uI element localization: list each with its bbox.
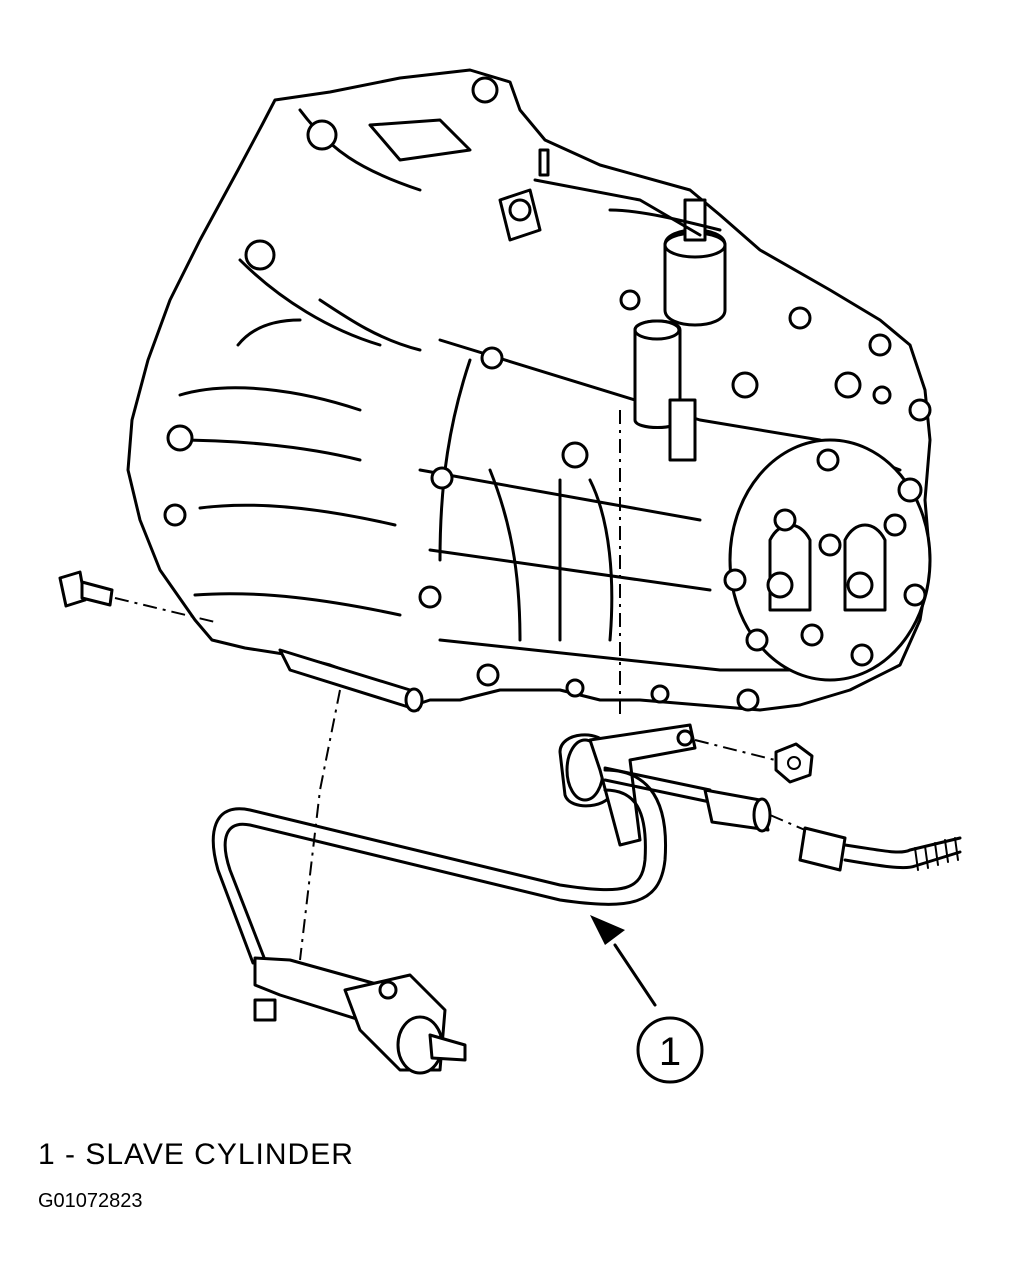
callout-arrow (590, 915, 657, 1007)
nut (774, 742, 814, 784)
legend-text: 1 - SLAVE CYLINDER (38, 1138, 354, 1171)
callout-1: 1 (636, 1016, 704, 1084)
bolt (58, 570, 114, 608)
pushrod (278, 648, 424, 713)
callout-number: 1 (659, 1030, 681, 1074)
figure-id: G01072823 (38, 1190, 143, 1212)
assembly-lines (114, 410, 806, 961)
gear-case (418, 148, 932, 712)
hydraulic-line (211, 768, 668, 965)
release-lever (558, 723, 962, 872)
slave-cylinder (253, 956, 467, 1075)
